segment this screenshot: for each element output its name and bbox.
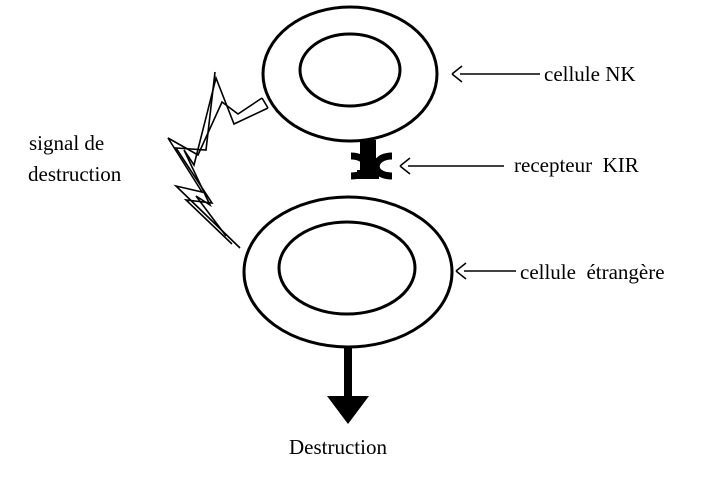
zigzag-edge-a <box>167 97 263 249</box>
foreign-cell-nucleus <box>277 220 417 316</box>
label-signal-line1: signal de <box>29 131 104 155</box>
nk-cell-nucleus <box>298 32 402 108</box>
zigzag-edge-b <box>183 75 269 237</box>
kir-receptor <box>350 140 393 180</box>
nk-cell <box>261 5 439 143</box>
foreign-cell <box>242 195 454 349</box>
zigzag-edge-c <box>174 71 233 245</box>
kir-left-prong <box>350 152 371 180</box>
arrow-to-nk-cell <box>451 65 540 83</box>
kir-bar <box>357 170 379 179</box>
arrow-to-foreign-cell <box>455 262 516 280</box>
label-destruction: Destruction <box>289 435 387 459</box>
label-signal-line2: destruction <box>28 162 122 186</box>
arrow-to-kir-receptor <box>399 157 504 175</box>
zigzag-cap <box>261 97 269 109</box>
nk-cell-membrane <box>261 5 439 143</box>
label-kir-receptor: recepteur KIR <box>514 153 639 177</box>
label-foreign-cell: cellule étrangère <box>520 260 665 284</box>
destruction-signal-zigzag <box>167 71 269 249</box>
label-nk-cell: cellule NK <box>544 62 636 86</box>
foreign-cell-membrane <box>242 195 454 349</box>
kir-right-prong <box>372 152 393 180</box>
destruction-arrow <box>327 348 369 424</box>
